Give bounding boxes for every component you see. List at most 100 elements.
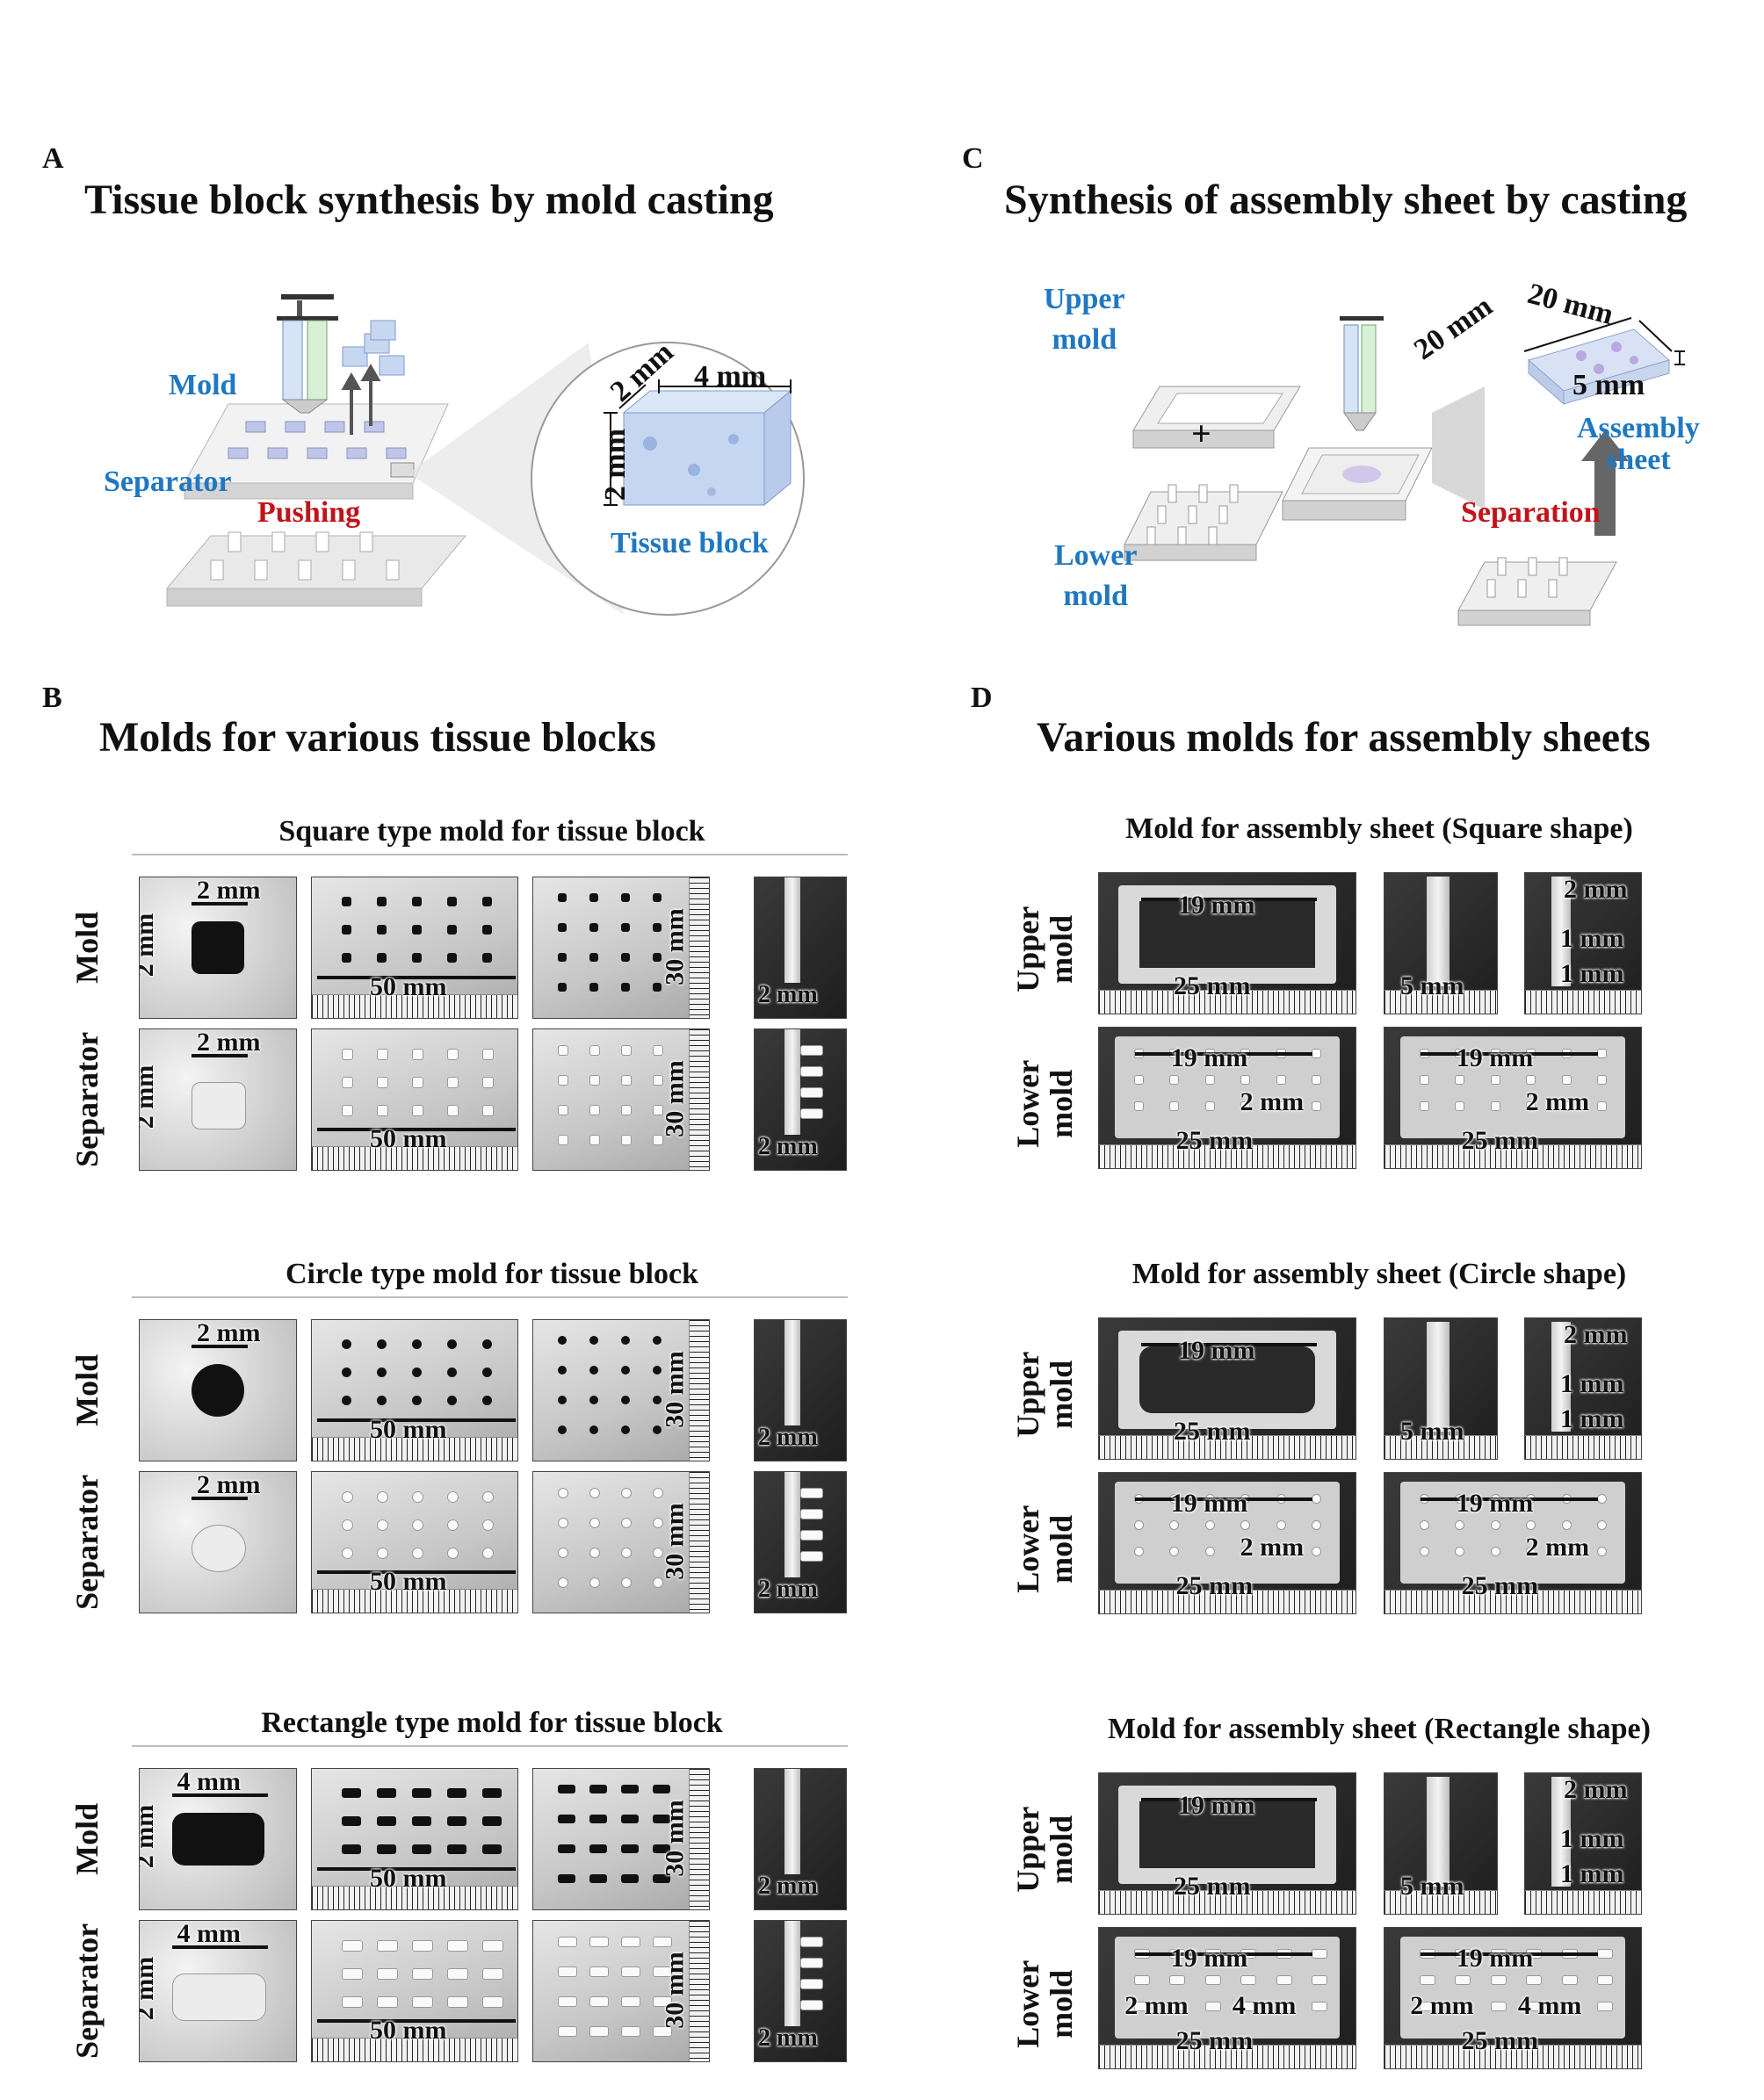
edge-peg: [800, 1979, 823, 1989]
lower-ruler-text: 25 mm: [1461, 2026, 1539, 2055]
topview-peg: [342, 1548, 353, 1559]
ruler-bar: [312, 1589, 517, 1613]
upper-thick-2: 1 mm: [1560, 1369, 1624, 1398]
group-subtitle: Square type mold for tissue block: [132, 815, 852, 848]
separator-pegs: [210, 531, 400, 581]
row-label-lower: Lower mold: [1010, 1059, 1079, 1148]
sideview-hole: [621, 1336, 630, 1345]
closeup-photo: 4 mm2 mm: [139, 1920, 297, 2062]
topview-peg: [342, 1105, 353, 1116]
sideview-hole: [558, 1336, 567, 1345]
topview-hole: [482, 1816, 502, 1826]
topview-peg: [412, 1491, 423, 1503]
sideview-peg: [653, 1105, 663, 1115]
edge-peg: [800, 1108, 823, 1119]
topview-hole: [377, 925, 387, 935]
group-divider: [132, 854, 848, 855]
side-rod: [1427, 1777, 1450, 1887]
topview-peg: [342, 1996, 363, 2008]
lower-peg: [1276, 1520, 1286, 1530]
sideview-hole: [589, 1844, 607, 1853]
ruler-bar: [312, 1437, 517, 1461]
detail-rod: [1551, 877, 1571, 986]
lower-peg: [1134, 1101, 1144, 1111]
group-subtitle-prefix: Rectangle type: [261, 1707, 450, 1739]
lower-peg: [1490, 1975, 1507, 1985]
label-plus: +: [1191, 414, 1211, 453]
process-arrow: [1432, 386, 1485, 509]
sideview-peg: [621, 1518, 632, 1528]
peg-closeup: [192, 1082, 246, 1129]
sideview-peg: [558, 1548, 568, 1558]
edge-peg: [800, 1087, 823, 1098]
sideview-peg: [589, 1105, 600, 1115]
topview-hole: [482, 1396, 492, 1405]
topview-peg: [412, 1940, 433, 1952]
upper-frame-opening: [1139, 1801, 1315, 1868]
topview-peg: [377, 1548, 388, 1559]
label-lower-mold: Lower mold: [1054, 539, 1138, 612]
lower-ruler-text: 25 mm: [1461, 1126, 1539, 1155]
lower-gap-text: 2 mm: [1410, 1991, 1474, 2020]
topview-hole: [377, 1339, 387, 1349]
lower-peg: [1597, 1520, 1607, 1530]
lower-peg: [1312, 1547, 1321, 1556]
width-bracket: [1134, 1952, 1313, 1956]
sideview-hole: [589, 1425, 598, 1434]
topview-hole: [377, 1788, 396, 1798]
lower-width-text: 19 mm: [1170, 1043, 1248, 1072]
panel-d-title: Various molds for assembly sheets: [1037, 714, 1651, 761]
row-label-upper: Upper mold: [1010, 1351, 1079, 1438]
dim-a-d2: 4 mm: [694, 360, 767, 393]
sideview-hole: [589, 923, 598, 932]
edge-photo: 2 mm: [754, 1319, 847, 1461]
topview-length-text: 50 mm: [370, 972, 447, 1001]
ruler-bar: [1099, 1435, 1356, 1459]
lower-peg: [1204, 1547, 1215, 1556]
lower-peg: [1526, 1547, 1536, 1556]
sideview-photo: 30 mm: [532, 1768, 710, 1910]
upper-width-text: 19 mm: [1178, 1791, 1255, 1820]
lower-peg: [1597, 1075, 1607, 1085]
lower-peg: [1526, 1975, 1543, 1985]
group-subtitle: Rectangle type mold for tissue block: [132, 1707, 852, 1740]
sideview-hole: [621, 1874, 639, 1883]
group-subtitle-prefix: Circle type: [285, 1258, 425, 1290]
topview-hole: [447, 1339, 457, 1349]
ruler-bar: [1384, 1590, 1641, 1613]
topview-hole: [342, 1816, 361, 1826]
topview-hole: [482, 1339, 492, 1349]
lower-peg: [1169, 2002, 1186, 2011]
ruler-bar: [312, 2038, 517, 2061]
sideview-peg: [558, 1996, 577, 2007]
upper-thick-2: 1 mm: [1560, 1824, 1624, 1853]
width-bracket: [192, 1497, 248, 1500]
lower-peg: [1276, 2002, 1292, 2011]
sideview-height-text: 30 mm: [660, 1351, 690, 1428]
topview-peg: [412, 1077, 423, 1088]
separation-arrow: [1581, 430, 1629, 536]
topview-peg: [412, 1049, 423, 1060]
sideview-hole: [589, 1815, 607, 1823]
topview-peg: [377, 1105, 388, 1116]
sideview-hole: [653, 1425, 662, 1434]
mold-wells: [228, 421, 407, 459]
closeup-width-text: 4 mm: [177, 1920, 241, 1948]
topview-photo: 50 mm: [311, 1028, 518, 1171]
sideview-hole: [653, 1844, 670, 1853]
topview-hole: [412, 1396, 422, 1405]
edge-peg: [800, 1509, 823, 1519]
sideview-peg: [621, 1937, 640, 1947]
sideview-hole: [558, 953, 567, 962]
lower-peg: [1312, 2002, 1327, 2011]
sideview-hole: [621, 1785, 639, 1793]
syringe-icon: [277, 294, 338, 414]
topview-hole: [482, 1844, 502, 1854]
ruler-bar: [1384, 1435, 1497, 1459]
topview-hole: [482, 953, 492, 963]
lower-width-text: 19 mm: [1456, 1489, 1534, 1518]
group-subtitle-rest: mold for tissue block: [424, 1258, 698, 1290]
